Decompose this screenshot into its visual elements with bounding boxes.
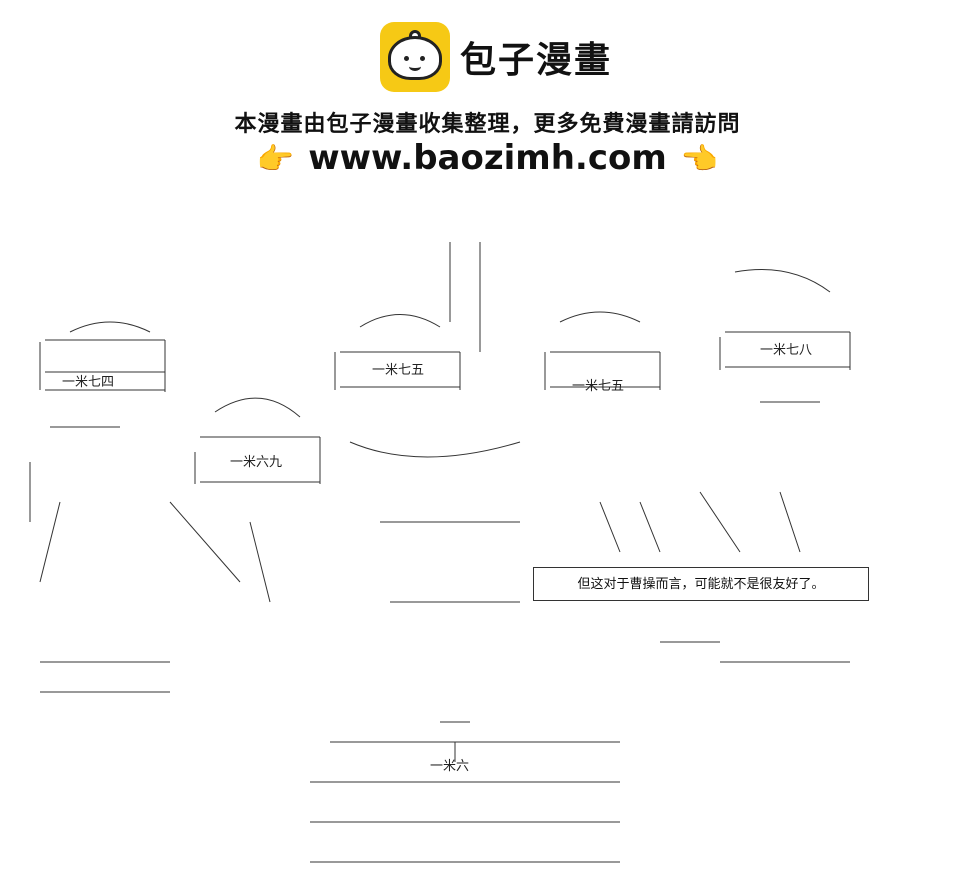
name-tag-160: 一米六 [430,759,469,774]
site-url-link[interactable]: www.baozimh.com [308,138,667,178]
name-tag-178: 一米七八 [760,343,812,358]
brand-name: 包子漫畫 [460,40,613,81]
name-tag-169: 一米六九 [230,455,282,470]
site-tagline: 本漫畫由包子漫畫收集整理，更多免費漫畫請訪問 [234,112,741,137]
pointing-right-hand-icon: 👉 [256,142,295,177]
name-tag-174: 一米七四 [62,375,114,390]
pointing-left-hand-icon: 👈 [680,142,719,177]
site-url-row[interactable]: 👉 www.baozimh.com 👈 [0,138,975,178]
baozi-logo-icon [380,22,450,92]
caption-box: 但这对于曹操而言，可能就不是很友好了。 [533,567,869,601]
ascii-art-drawing: 一米七四 一米七五 一米七五 一米七八 一米六九 一米六 [29,242,851,863]
site-header: 包子漫畫 本漫畫由包子漫畫收集整理，更多免費漫畫請訪問 👉 www.baozimh… [0,0,975,200]
ascii-art-panel: 一米七四 一米七五 一米七五 一米七八 一米六九 一米六 但这对于曹操而言，可能… [0,222,975,894]
name-tag-175-a: 一米七五 [372,363,424,378]
brand-logo-row[interactable]: 包子漫畫 [380,22,612,92]
name-tag-175-b: 一米七五 [572,379,624,394]
